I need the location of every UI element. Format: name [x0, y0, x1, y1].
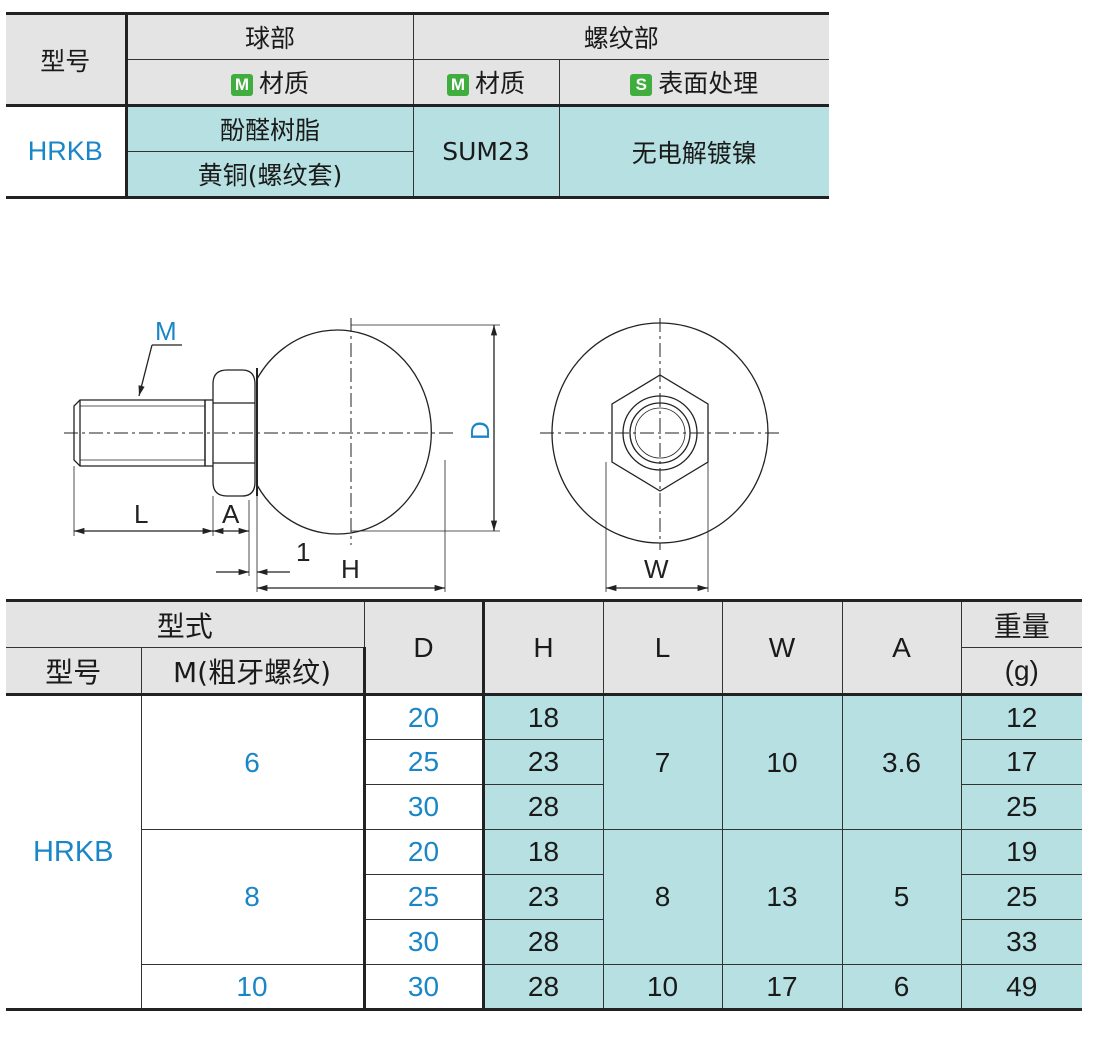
- d-value: 20: [363, 694, 485, 740]
- header-m: M(粗牙螺纹): [140, 647, 366, 695]
- header-material-label: 材质: [258, 69, 309, 98]
- m-size: 8: [141, 829, 366, 965]
- d-value: 25: [364, 874, 485, 920]
- h-value: 23: [482, 739, 604, 785]
- badge-s: S: [630, 74, 653, 96]
- h-value: 23: [482, 874, 604, 920]
- label-1: 1: [296, 537, 310, 567]
- header-thread: 螺纹部: [412, 13, 829, 60]
- label-l: L: [134, 499, 148, 529]
- h-value: 18: [482, 829, 604, 875]
- weight-value: 49: [960, 964, 1082, 1010]
- label-w: W: [644, 554, 669, 584]
- d-value: 30: [363, 964, 485, 1010]
- header-model: 型号: [6, 13, 128, 106]
- a-value: 3.6: [841, 694, 962, 830]
- d-value: 25: [364, 739, 485, 785]
- header-h: H: [482, 600, 604, 695]
- model-code: HRKB: [6, 105, 128, 198]
- weight-value: 33: [960, 919, 1082, 965]
- spec-model: HRKB: [6, 694, 142, 1010]
- label-m: M: [155, 316, 177, 346]
- header-d: D: [363, 600, 485, 695]
- ball-material-2: 黄铜(螺纹套): [126, 151, 413, 198]
- l-value: 8: [602, 829, 723, 965]
- weight-value: 25: [960, 784, 1082, 830]
- header-l: L: [602, 600, 723, 695]
- h-value: 28: [482, 964, 604, 1010]
- weight-value: 25: [960, 874, 1082, 920]
- header-a: A: [841, 600, 962, 695]
- thread-material: SUM23: [412, 105, 560, 198]
- w-value: 13: [721, 829, 843, 965]
- a-value: 6: [841, 964, 962, 1010]
- header-type: 型式: [6, 600, 365, 648]
- weight-value: 19: [960, 829, 1082, 875]
- weight-value: 17: [960, 739, 1082, 785]
- w-value: 10: [721, 694, 843, 830]
- header-surface-label: 表面处理: [658, 69, 759, 98]
- front-hex: [611, 374, 709, 492]
- header-material-label: 材质: [474, 69, 525, 98]
- w-value: 17: [721, 964, 843, 1010]
- label-d: D: [465, 421, 495, 440]
- l-value: 7: [602, 694, 723, 830]
- h-value: 18: [482, 694, 604, 740]
- a-value: 5: [841, 829, 962, 965]
- m-size: 10: [141, 964, 366, 1010]
- surface-treatment: 无电解镀镍: [558, 105, 829, 198]
- l-value: 10: [602, 964, 723, 1010]
- badge-m: M: [446, 74, 469, 96]
- h-value: 28: [482, 919, 604, 965]
- label-a: A: [222, 499, 240, 529]
- d-value: 20: [363, 829, 485, 875]
- m-size: 6: [140, 694, 366, 830]
- header-weight-unit: (g): [960, 647, 1082, 695]
- h-value: 28: [482, 784, 604, 830]
- d-value: 30: [364, 919, 485, 965]
- technical-drawing: M L A 1 H W D: [64, 316, 780, 592]
- spec-table: 型式 D H L W A 重量 型号 M(粗牙螺纹) (g) HRKB 6 20…: [6, 599, 1082, 1011]
- header-model: 型号: [6, 647, 142, 695]
- hex-nut: [212, 369, 256, 497]
- ball-material-1: 酚醛树脂: [125, 105, 414, 152]
- header-weight: 重量: [960, 600, 1082, 648]
- weight-value: 12: [960, 694, 1082, 740]
- badge-m: M: [230, 74, 253, 96]
- d-value: 30: [364, 784, 485, 830]
- header-ball: 球部: [125, 13, 414, 60]
- label-h: H: [341, 554, 360, 584]
- ball-outline: [256, 329, 432, 535]
- header-w: W: [721, 600, 843, 695]
